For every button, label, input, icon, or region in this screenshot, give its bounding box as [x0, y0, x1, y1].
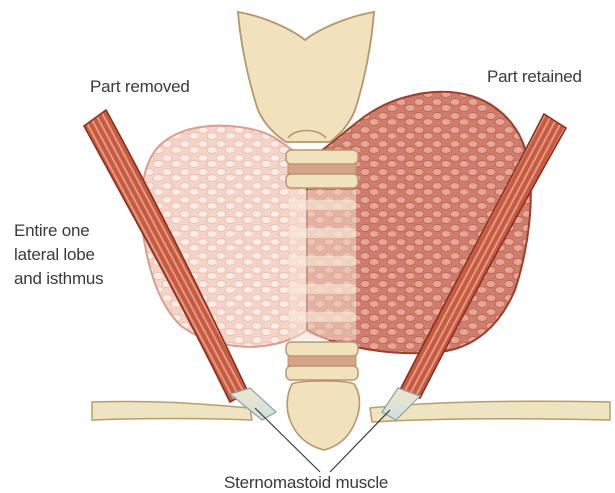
manubrium: [287, 381, 359, 450]
lobe-isthmus-label: Entire one lateral lobe and isthmus: [14, 219, 103, 291]
lobe-label-line-1: Entire one: [14, 219, 103, 243]
lobe-label-line-2: lateral lobe: [14, 243, 103, 267]
sternomastoid-muscle-label: Sternomastoid muscle: [224, 472, 388, 493]
trachea: [286, 150, 358, 380]
lobe-label-line-3: and isthmus: [14, 267, 103, 291]
thyroid-cartilage: [238, 12, 374, 142]
part-removed-label: Part removed: [90, 76, 190, 97]
part-retained-label: Part retained: [487, 66, 582, 87]
